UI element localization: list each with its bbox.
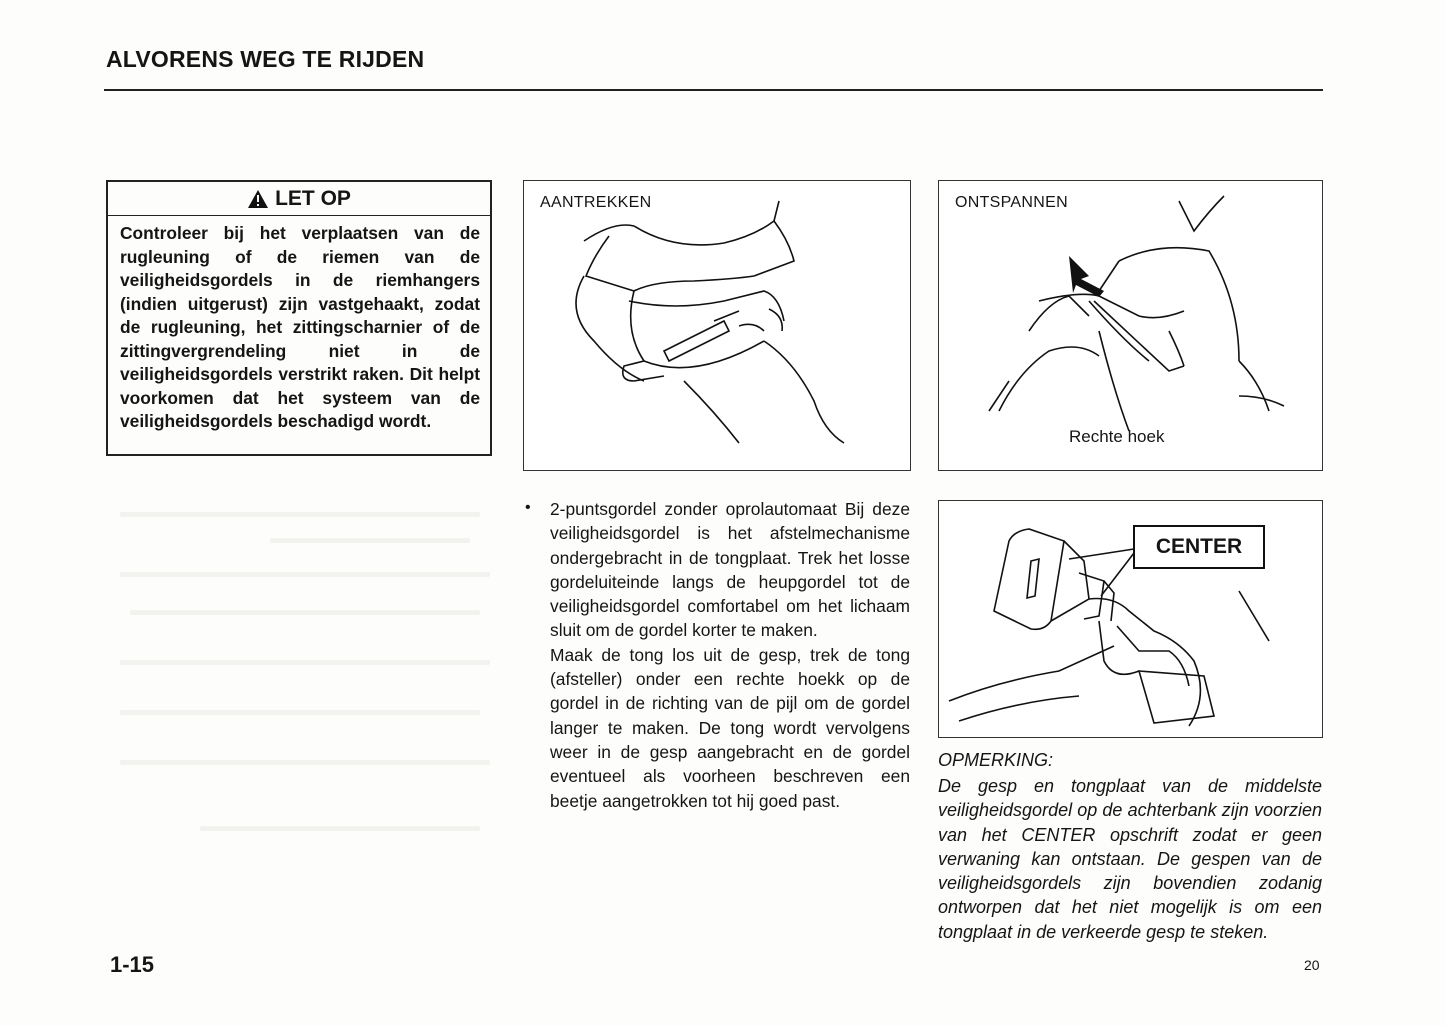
center-buckle-illustration bbox=[948, 525, 1270, 727]
caution-title: LET OP bbox=[275, 186, 351, 210]
caution-box: LET OP Controleer bij het verplaatsen va… bbox=[106, 180, 492, 456]
page-title: ALVORENS WEG TE RIJDEN bbox=[106, 46, 425, 72]
page-number: 1-15 bbox=[110, 952, 155, 977]
figure-label-tighten: AANTREKKEN bbox=[540, 194, 652, 211]
note-text: De gesp en tongplaat van de middelste ve… bbox=[938, 776, 1322, 942]
caution-text: Controleer bij het verplaatsen van de ru… bbox=[120, 223, 480, 431]
figure-tighten: AANTREKKEN bbox=[523, 180, 911, 471]
warning-triangle-icon bbox=[248, 189, 269, 208]
note-label: OPMERKING: bbox=[938, 750, 1054, 770]
figure-center-buckle: CENTER bbox=[938, 500, 1323, 738]
body-text: 2-puntsgordel zonder oprolautomaat Bij d… bbox=[550, 497, 910, 813]
body-paragraph-1: 2-puntsgordel zonder oprolautomaat Bij d… bbox=[550, 499, 910, 641]
loosen-belt-illustration bbox=[988, 195, 1285, 432]
bullet: • bbox=[525, 499, 531, 516]
caution-header: LET OP bbox=[108, 182, 490, 216]
center-label: CENTER bbox=[1155, 535, 1243, 558]
right-angle-caption: Rechte hoek bbox=[1069, 427, 1165, 446]
figure-loosen: ONTSPANNEN Rechte hoek bbox=[938, 180, 1323, 471]
tighten-belt-illustration bbox=[575, 200, 845, 444]
figure-label-loosen: ONTSPANNEN bbox=[955, 194, 1068, 211]
body-paragraph-2: Maak de tong los uit de gesp, trek de to… bbox=[550, 644, 910, 811]
figure-number: 20 bbox=[1304, 957, 1320, 973]
header-divider bbox=[104, 89, 1323, 91]
